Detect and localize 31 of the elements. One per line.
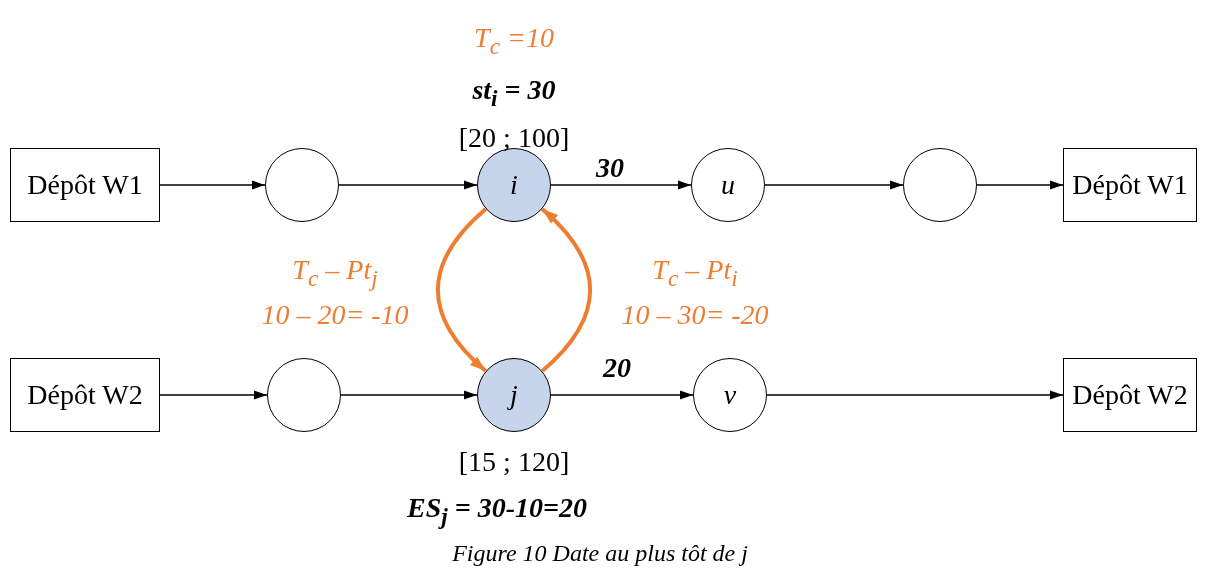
depot-box	[10, 358, 160, 432]
node-label: u	[721, 168, 735, 202]
edge-label: T$_{c}$ – Pt$_{j}$ 10 – 20= -10	[260, 253, 410, 333]
node-label: Dépôt W1	[26, 168, 144, 202]
edge-label: T$_{c}$ – Pt$_{i}$ 10 – 30= -20	[620, 253, 770, 333]
arrow	[764, 180, 904, 190]
arrow	[436, 207, 488, 373]
arrow	[766, 390, 1064, 400]
node-label: v	[723, 378, 737, 412]
node-label: Dépôt W1	[1071, 168, 1189, 202]
time-label: T$_{c}$ =10	[473, 22, 555, 60]
node-label: i	[510, 168, 518, 202]
depot-box	[1063, 148, 1197, 222]
node-label: Dépôt W2	[26, 378, 144, 412]
node-annotation: st$_{i}$ = 30	[471, 74, 557, 112]
arrow	[340, 390, 478, 400]
node-circle	[477, 358, 551, 432]
depot-box	[1063, 358, 1197, 432]
node-label: Dépôt W2	[1071, 378, 1189, 412]
arrow	[159, 390, 268, 400]
node-annotation: [20 ; 100]	[457, 122, 571, 154]
node-annotation: [15 ; 120]	[457, 446, 571, 478]
arrow	[338, 180, 478, 190]
arrow	[550, 180, 692, 190]
arrow	[976, 180, 1064, 190]
arrow	[159, 180, 266, 190]
arrow	[550, 390, 694, 400]
depot-box	[10, 148, 160, 222]
node-annotation: ES$_{j}$ = 30-10=20	[406, 492, 588, 530]
figure-caption: Figure 10 Date au plus tôt de j	[451, 540, 749, 567]
arrow	[540, 207, 592, 373]
